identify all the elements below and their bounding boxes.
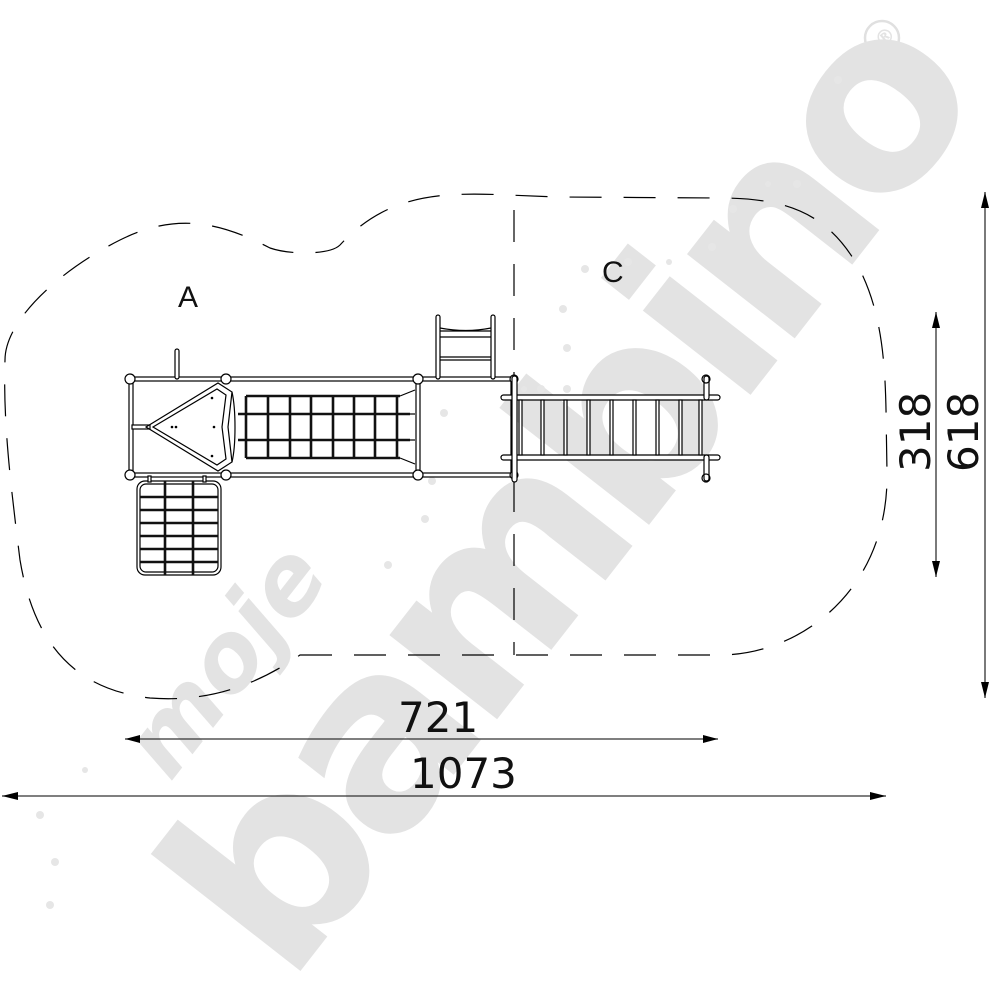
watermark: ® bambino moje <box>36 0 1000 1000</box>
dimension-depth-total: 618 <box>939 192 989 698</box>
flag-post <box>174 348 180 380</box>
dimension-label-1073: 1073 <box>410 749 517 798</box>
dimension-width-total: 1073 <box>2 749 886 800</box>
play-structure <box>124 314 721 576</box>
watermark-bambino: bambino <box>105 0 1000 1000</box>
zone-label-c: C <box>602 256 624 289</box>
dimension-depth-structure: 318 <box>891 312 940 577</box>
dimension-width-structure: 721 <box>125 693 718 743</box>
horizontal-ladder <box>500 374 721 483</box>
registered-mark-icon <box>863 19 901 57</box>
zone-label-a: A <box>178 281 198 314</box>
watermark-bambino-text: bambino <box>105 0 1000 1000</box>
watermark-dots <box>36 76 842 909</box>
cargo-net <box>136 475 222 576</box>
short-ladder <box>435 314 496 380</box>
dimension-label-618: 618 <box>939 392 988 472</box>
triangle-platform <box>144 382 233 472</box>
dimension-label-318: 318 <box>891 392 940 472</box>
dimension-label-721: 721 <box>398 693 478 742</box>
ladder-rungs <box>518 399 703 456</box>
climbing-net <box>231 389 416 465</box>
